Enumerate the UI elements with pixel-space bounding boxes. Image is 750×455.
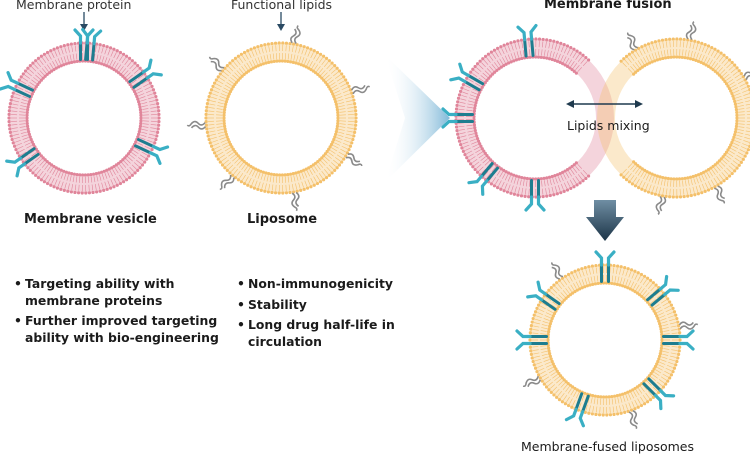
list-item: •Further improved targeting ability with…	[14, 313, 219, 345]
double-arrow-icon	[566, 100, 643, 108]
list-item: •Non-immunogenicity	[237, 276, 394, 291]
functional-lipid-icon	[678, 321, 699, 330]
lipids-mixing-label: Lipids mixing	[567, 118, 650, 133]
functional-lipid-icon	[626, 32, 638, 51]
membrane-protein-icon	[662, 329, 695, 351]
membrane-protein-icon	[0, 71, 34, 98]
fusion-liposome-membrane	[597, 37, 750, 199]
membrane-protein-icon	[449, 62, 485, 92]
membrane-protein-label: Membrane protein	[16, 0, 132, 12]
big-down-arrow-icon	[586, 200, 624, 241]
membrane-fused-liposomes-label: Membrane-fused liposomes	[521, 439, 695, 454]
membrane-fusion-label: Membrane fusion	[544, 0, 672, 12]
fused-liposome-membrane	[528, 263, 682, 417]
membrane-protein-icon	[526, 280, 561, 311]
functional-lipid-icon	[714, 185, 726, 204]
membrane-protein-icon	[594, 250, 616, 283]
membrane-protein-icon	[646, 274, 680, 307]
functional-lipid-icon	[186, 120, 207, 130]
membrane-protein-icon	[515, 329, 548, 351]
liposome-membrane	[204, 41, 358, 195]
membrane-protein-icon	[5, 147, 40, 178]
liposome-feature-list: •Non-immunogenicity •Stability •Long dru…	[237, 276, 395, 354]
membrane-protein-icon	[134, 138, 170, 165]
list-item: •Targeting ability with membrane protein…	[14, 276, 175, 308]
functional-lipid-icon	[351, 84, 371, 95]
membrane-protein-icon	[73, 28, 95, 61]
liposome-label: Liposome	[247, 212, 318, 227]
functional-lipid-icon	[522, 376, 541, 388]
down-arrow-icon	[80, 12, 88, 31]
membrane-protein-icon	[564, 392, 590, 428]
vesicle-feature-list: •Targeting ability with membrane protein…	[14, 276, 219, 350]
functional-lipid-icon	[685, 21, 697, 41]
membrane-protein-icon	[128, 58, 163, 89]
membrane-protein-icon	[642, 377, 676, 411]
right-chevron-icon	[385, 55, 450, 182]
functional-lipid-icon	[219, 174, 235, 191]
functional-lipid-icon	[743, 68, 750, 80]
functional-lipid-icon	[208, 56, 225, 72]
functional-lipid-icon	[628, 410, 639, 430]
list-item: •Long drug half-life in circulation	[237, 317, 395, 349]
membrane-protein-icon	[467, 162, 500, 196]
functional-lipid-icon	[291, 191, 300, 212]
functional-lipids-label: Functional lipids	[231, 0, 333, 12]
membrane-vesicle-label: Membrane vesicle	[24, 212, 157, 227]
down-arrow-icon	[277, 12, 285, 31]
functional-lipid-icon	[290, 24, 301, 44]
functional-lipid-icon	[551, 262, 564, 280]
vesicle-membrane	[7, 41, 161, 195]
membrane-protein-icon	[441, 107, 474, 129]
membrane-protein-icon	[516, 23, 538, 58]
list-item: •Stability	[237, 296, 307, 312]
membrane-protein-icon	[524, 179, 546, 212]
functional-lipid-icon	[345, 153, 363, 167]
functional-lipid-icon	[655, 195, 667, 215]
